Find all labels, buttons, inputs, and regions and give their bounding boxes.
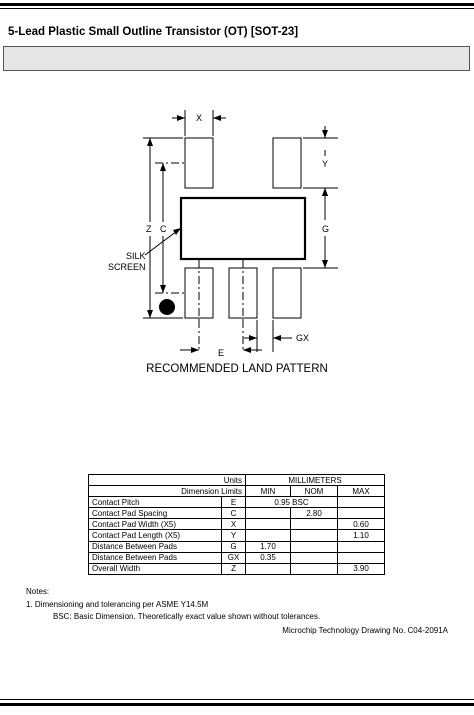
silk-label-line1: SILK	[126, 251, 146, 261]
dim-g-label: G	[322, 224, 329, 234]
table-row: Distance Between Pads GX 0.35	[88, 551, 386, 564]
row-max	[337, 540, 386, 553]
table-row: Distance Between Pads G 1.70	[88, 540, 386, 553]
row-symbol: Y	[220, 529, 247, 542]
row-symbol: X	[220, 518, 247, 531]
row-symbol: G	[220, 540, 247, 553]
dimension-table: Units MILLIMETERS Dimension Limits MIN N…	[87, 473, 386, 575]
row-name: Distance Between Pads	[88, 540, 222, 553]
row-min	[245, 529, 292, 542]
dimension-limits-label: Dimension Limits	[87, 485, 247, 498]
dim-y-label: Y	[322, 159, 328, 169]
units-value: MILLIMETERS	[245, 473, 386, 487]
row-nom	[290, 551, 339, 564]
row-name: Contact Pad Width (X5)	[88, 518, 222, 531]
bottom-rule-thin	[0, 699, 474, 700]
row-name: Contact Pad Spacing	[88, 507, 222, 520]
top-rule-thick	[0, 3, 474, 6]
row-nom	[290, 540, 339, 553]
table-row: Contact Pitch E 0.95 BSC	[88, 496, 386, 509]
units-label: Units	[87, 473, 247, 487]
top-rule-thin	[0, 8, 474, 9]
silk-screen-outline	[179, 196, 307, 261]
note-bar	[3, 46, 470, 71]
row-max: 0.60	[337, 518, 386, 531]
row-nom	[290, 562, 339, 575]
notes-heading: Notes:	[26, 587, 50, 596]
table-row: Contact Pad Spacing C 2.80	[88, 507, 386, 520]
row-nom	[290, 529, 339, 542]
row-name: Overall Width	[88, 562, 222, 575]
silk-label-line2: SCREEN	[108, 262, 146, 272]
bottom-rule-thick	[0, 703, 474, 706]
row-symbol: E	[220, 496, 247, 509]
drawing-caption: RECOMMENDED LAND PATTERN	[146, 363, 328, 375]
row-max	[337, 507, 386, 520]
table-row: Contact Pad Length (X5) Y 1.10	[88, 529, 386, 542]
drawing-number: Microchip Technology Drawing No. C04-209…	[282, 626, 448, 635]
row-name: Contact Pad Length (X5)	[88, 529, 222, 542]
row-max	[337, 551, 386, 564]
row-name: Distance Between Pads	[88, 551, 222, 564]
table-row: Contact Pad Width (X5) X 0.60	[88, 518, 386, 531]
row-min	[245, 518, 292, 531]
dim-gx-label: GX	[296, 333, 309, 343]
row-min	[245, 507, 292, 520]
dim-x-label: X	[196, 113, 202, 123]
row-nom	[290, 518, 339, 531]
row-min: 1.70	[245, 540, 292, 553]
pin1-marker	[159, 299, 175, 315]
row-nom: 2.80	[290, 507, 339, 520]
pad-bottom-right	[272, 267, 302, 319]
table-row: Dimension Limits MIN NOM MAX	[87, 485, 386, 498]
pad-top-left	[184, 137, 214, 189]
row-symbol: C	[220, 507, 247, 520]
dim-z-label: Z	[146, 224, 152, 234]
row-max: 3.90	[337, 562, 386, 575]
row-symbol: GX	[220, 551, 247, 564]
dim-e-label: E	[218, 348, 224, 358]
row-symbol: Z	[220, 562, 247, 575]
row-nom-bsc: 0.95 BSC	[245, 496, 339, 509]
pad-top-right	[272, 137, 302, 189]
row-max: 1.10	[337, 529, 386, 542]
table-row: Units MILLIMETERS	[87, 473, 386, 487]
col-header-min: MIN	[245, 485, 292, 498]
row-name: Contact Pitch	[88, 496, 222, 509]
land-pattern-drawing: X Y G Z C SILK SCREEN GX E	[108, 110, 338, 358]
note-2: BSC: Basic Dimension. Theoretically exac…	[53, 612, 321, 621]
row-min	[245, 562, 292, 575]
col-header-nom: NOM	[290, 485, 339, 498]
dim-c-label: C	[160, 224, 167, 234]
row-min: 0.35	[245, 551, 292, 564]
note-1: 1. Dimensioning and tolerancing per ASME…	[26, 600, 209, 609]
table-row: Overall Width Z 3.90	[88, 562, 386, 575]
col-header-max: MAX	[337, 485, 386, 498]
row-max	[337, 496, 386, 509]
page-title: 5-Lead Plastic Small Outline Transistor …	[8, 26, 299, 38]
